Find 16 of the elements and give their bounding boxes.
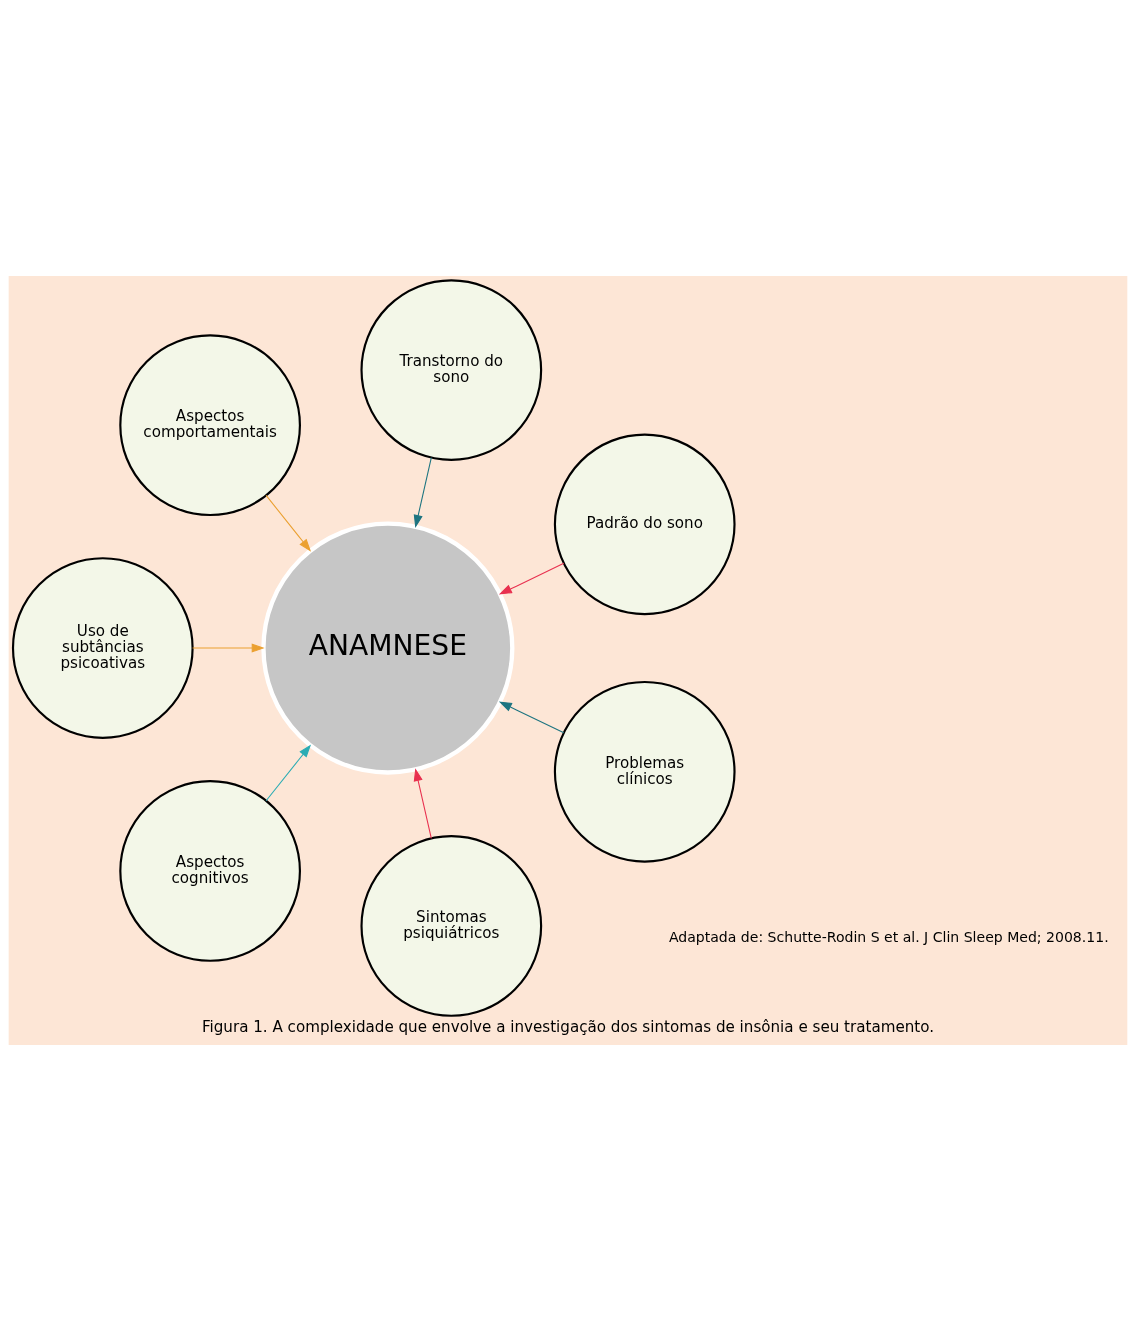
arrow (192, 643, 265, 653)
arrow (265, 494, 312, 552)
node-circle: Padrão do sono (553, 433, 736, 616)
arrow (413, 457, 432, 528)
node-circle: Problemas clínicos (553, 680, 736, 863)
caption: Figura 1. A complexidade que envolve a investigação dos sintomas de insônia e seu tratamento. (201, 1018, 935, 1037)
label: Adaptada de: Schutte-Rodin S et al. J Clin Sleep Med; 2008.11. (668, 928, 1109, 945)
node-circle: Sintomas psiquiátricos (360, 835, 543, 1017)
arrow (498, 701, 565, 734)
node-circle: Uso de subtâncias psicoativas (11, 557, 194, 739)
arrow (498, 562, 565, 595)
arrow (265, 744, 312, 802)
arrow (413, 768, 432, 839)
node-circle: Aspectos cognitivos (119, 780, 301, 962)
node-circle: Aspectos comportamentais (119, 334, 301, 517)
node-circle: Transtorno do sono (360, 279, 543, 461)
